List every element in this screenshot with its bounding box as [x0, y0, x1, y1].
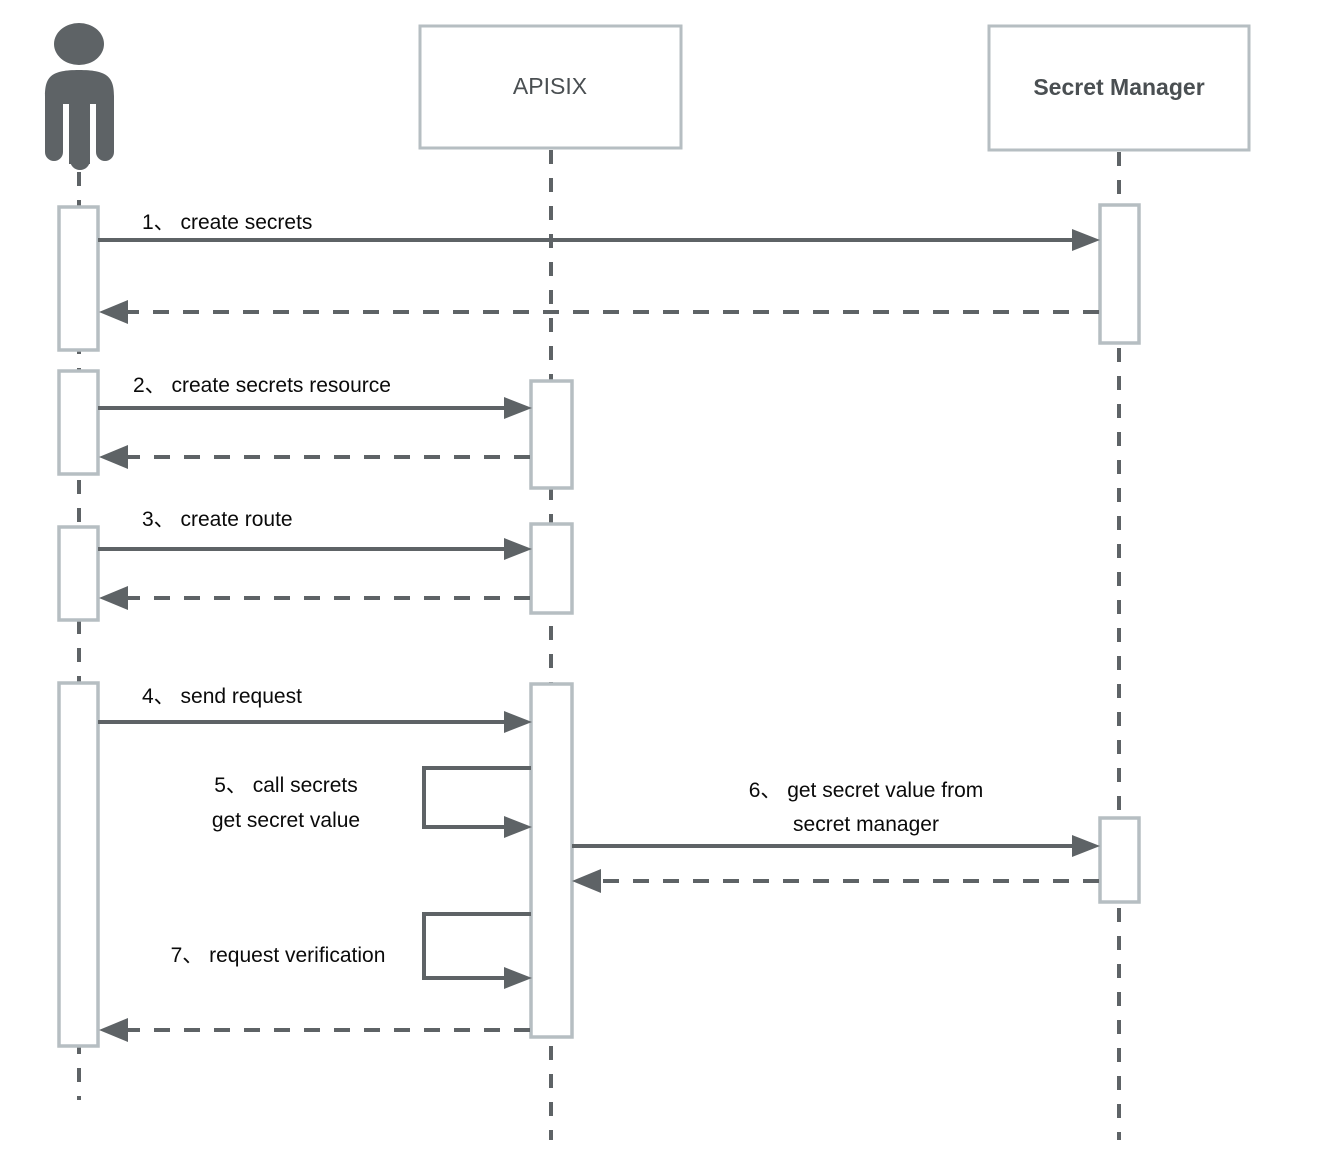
secret-manager-label: Secret Manager: [1033, 74, 1204, 100]
message-5-label-line2: get secret value: [212, 809, 360, 832]
message-6-return[interactable]: [572, 869, 1099, 893]
message-final-return[interactable]: [99, 1018, 530, 1042]
message-5-arrowhead: [504, 816, 532, 838]
message-1-return[interactable]: [99, 300, 1099, 324]
secret-manager-box[interactable]: [987, 24, 1251, 152]
message-1-return-arrowhead: [99, 300, 128, 324]
apisix-box[interactable]: [418, 24, 683, 150]
message-5-label-line1: 5、 call secrets: [214, 774, 358, 797]
message-2-return-arrowhead: [99, 445, 128, 469]
message-2-return[interactable]: [99, 445, 530, 469]
message-1-label: 1、 create secrets: [142, 211, 312, 234]
message-7-path: [422, 912, 531, 980]
activation-user-2: [57, 369, 100, 476]
message-3[interactable]: 3、 create route: [98, 508, 532, 560]
activation-user-3: [57, 525, 100, 622]
message-7-arrowhead: [504, 967, 532, 989]
message-5-path: [422, 766, 531, 829]
message-6[interactable]: 6、 get secret value from secret manager: [572, 779, 1100, 857]
person-icon: [45, 23, 114, 170]
participant-secret-manager[interactable]: Secret Manager: [987, 24, 1251, 152]
participant-user[interactable]: [45, 23, 114, 170]
message-5-self-call[interactable]: 5、 call secrets get secret value: [212, 766, 532, 838]
message-4-arrowhead: [504, 711, 532, 733]
message-2[interactable]: 2、 create secrets resource: [98, 374, 532, 419]
message-7-self-call[interactable]: 7、 request verification: [171, 912, 532, 989]
activation-user-1: [57, 205, 100, 352]
activation-secret-manager-1: [1098, 203, 1141, 345]
message-6-label-line1: 6、 get secret value from: [749, 779, 984, 802]
activation-secret-manager-2: [1098, 816, 1141, 904]
apisix-label: APISIX: [513, 73, 587, 99]
activation-user-4: [57, 681, 100, 1048]
activation-apisix-2: [529, 522, 574, 615]
message-3-return[interactable]: [99, 586, 530, 610]
message-4-label: 4、 send request: [142, 685, 302, 708]
message-6-return-arrowhead: [572, 869, 601, 893]
message-6-arrowhead: [1072, 835, 1100, 857]
message-3-arrowhead: [504, 538, 532, 560]
message-1-arrowhead: [1072, 229, 1100, 251]
activation-apisix-3: [529, 682, 574, 1039]
participant-apisix[interactable]: APISIX: [418, 24, 683, 150]
message-final-return-arrowhead: [99, 1018, 128, 1042]
message-3-label: 3、 create route: [142, 508, 293, 531]
message-6-label-line2: secret manager: [793, 813, 939, 836]
message-2-arrowhead: [504, 397, 532, 419]
activation-apisix-1: [529, 379, 574, 490]
message-7-label: 7、 request verification: [171, 944, 386, 967]
message-3-return-arrowhead: [99, 586, 128, 610]
message-2-label: 2、 create secrets resource: [133, 374, 391, 397]
message-4[interactable]: 4、 send request: [98, 685, 532, 733]
message-1[interactable]: 1、 create secrets: [98, 211, 1100, 251]
